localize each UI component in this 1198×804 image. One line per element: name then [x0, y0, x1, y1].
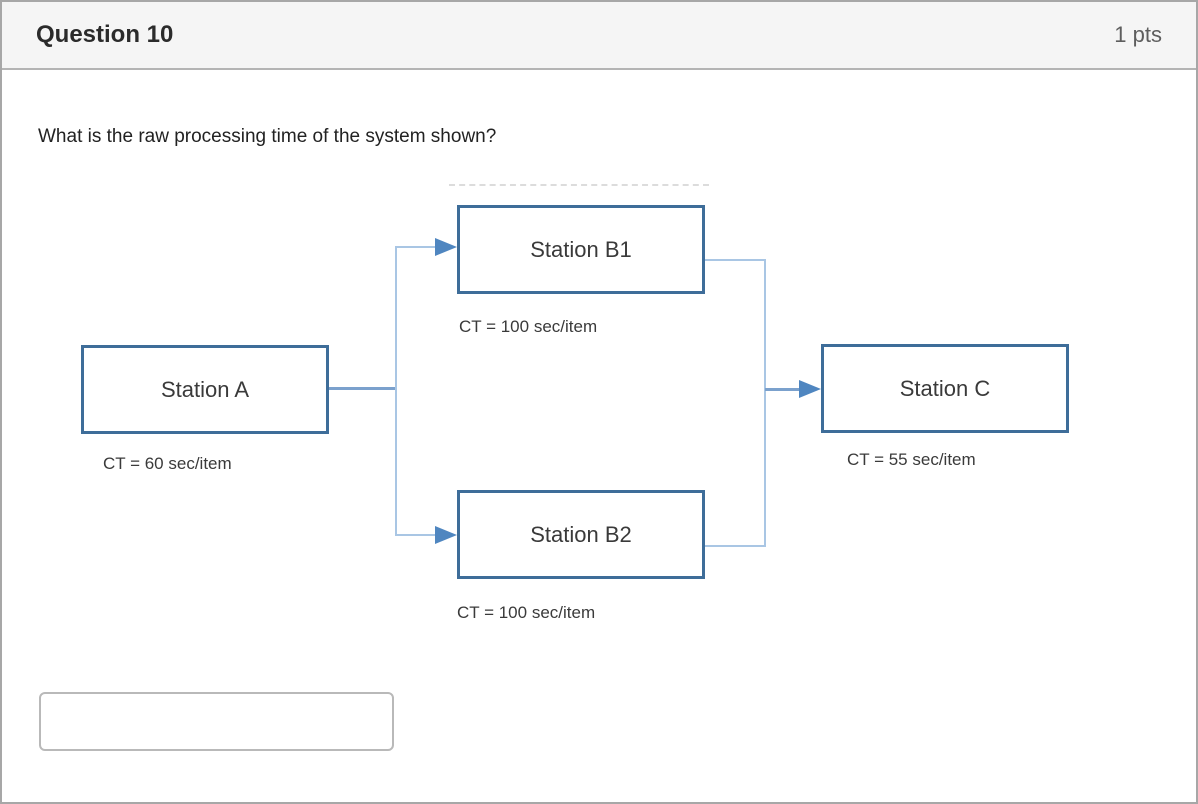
connector-split-to-b2 — [396, 534, 436, 536]
connector-b1-to-merge — [705, 259, 766, 261]
answer-input[interactable] — [39, 692, 394, 751]
connector-split-vertical — [395, 246, 397, 536]
connector-merge-to-c — [765, 388, 801, 391]
station-b2-cycle-time: CT = 100 sec/item — [457, 603, 596, 622]
connector-merge-vertical — [764, 259, 766, 547]
station-box-a: Station A — [81, 345, 329, 434]
question-text: What is the raw processing time of the s… — [38, 126, 497, 147]
station-c-label: Station C — [899, 375, 991, 401]
station-c-cycle-time: CT = 55 sec/item — [847, 450, 976, 469]
question-title: Question 10 — [36, 21, 174, 48]
station-box-c: Station C — [821, 344, 1069, 433]
connector-split-to-b1 — [396, 246, 436, 248]
station-b1-label: Station B1 — [530, 236, 632, 262]
arrowhead-into-b1-icon — [435, 238, 457, 256]
connector-b2-to-merge — [705, 545, 766, 547]
station-a-cycle-time: CT = 60 sec/item — [103, 454, 232, 473]
question-header: Question 10 1 pts — [2, 2, 1196, 70]
connector-a-to-split — [329, 387, 396, 390]
question-points: 1 pts — [1114, 22, 1162, 47]
station-box-b2: Station B2 — [457, 490, 705, 579]
station-a-label: Station A — [160, 376, 250, 402]
arrowhead-into-c-icon — [799, 380, 821, 398]
station-b1-cycle-time: CT = 100 sec/item — [459, 317, 598, 336]
cropped-image-artifact-line — [449, 184, 709, 186]
station-b2-label: Station B2 — [530, 521, 632, 547]
arrowhead-into-b2-icon — [435, 526, 457, 544]
station-box-b1: Station B1 — [457, 205, 705, 294]
